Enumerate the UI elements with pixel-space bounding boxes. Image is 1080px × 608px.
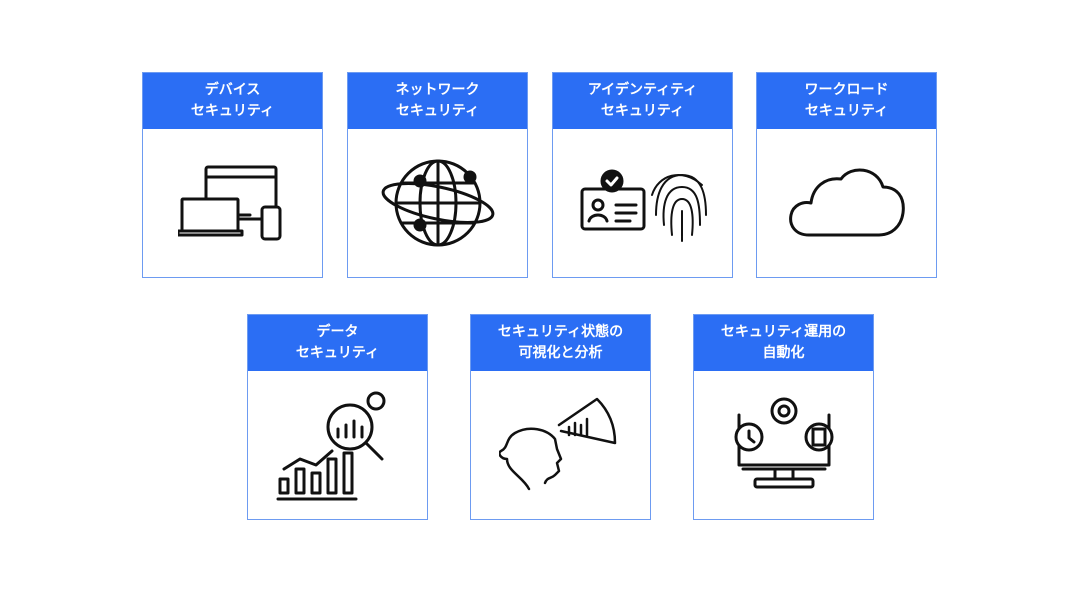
- card-workload-security: ワークロードセキュリティ: [756, 72, 937, 278]
- card-title-line1: デバイス: [204, 82, 261, 98]
- card-title-line2: セキュリティ: [804, 103, 889, 119]
- card-header: セキュリティ状態の可視化と分析: [471, 315, 650, 371]
- card-title-line1: アイデンティティ: [587, 82, 698, 98]
- card-identity-security: アイデンティティセキュリティ: [552, 72, 733, 278]
- card-header: ワークロードセキュリティ: [757, 73, 936, 129]
- card-data-security: データセキュリティ: [247, 314, 428, 520]
- devices-icon: [143, 129, 322, 277]
- globe-network-icon: [348, 129, 527, 277]
- card-header: データセキュリティ: [248, 315, 427, 371]
- card-device-security: デバイスセキュリティ: [142, 72, 323, 278]
- id-fingerprint-icon: [553, 129, 732, 277]
- card-operations-automation: セキュリティ運用の自動化: [693, 314, 874, 520]
- person-viewing-chart-icon: [471, 371, 650, 519]
- card-title-line1: データ: [316, 324, 359, 340]
- card-title-line2: 自動化: [762, 345, 805, 361]
- card-title-line2: 可視化と分析: [518, 345, 603, 361]
- card-header: セキュリティ運用の自動化: [694, 315, 873, 371]
- card-visibility-analysis: セキュリティ状態の可視化と分析: [470, 314, 651, 520]
- card-title-line2: セキュリティ: [600, 103, 685, 119]
- card-title-line1: ネットワーク: [395, 82, 480, 98]
- card-network-security: ネットワークセキュリティ: [347, 72, 528, 278]
- card-title-line2: セキュリティ: [190, 103, 275, 119]
- card-title-line2: セキュリティ: [395, 103, 480, 119]
- card-title-line2: セキュリティ: [295, 345, 380, 361]
- monitor-automation-icon: [694, 371, 873, 519]
- card-title-line1: セキュリティ状態の: [497, 324, 624, 340]
- card-header: アイデンティティセキュリティ: [553, 73, 732, 129]
- card-title-line1: セキュリティ運用の: [720, 324, 847, 340]
- card-header: ネットワークセキュリティ: [348, 73, 527, 129]
- data-analytics-icon: [248, 371, 427, 519]
- card-header: デバイスセキュリティ: [143, 73, 322, 129]
- cloud-icon: [757, 129, 936, 277]
- card-title-line1: ワークロード: [804, 82, 889, 98]
